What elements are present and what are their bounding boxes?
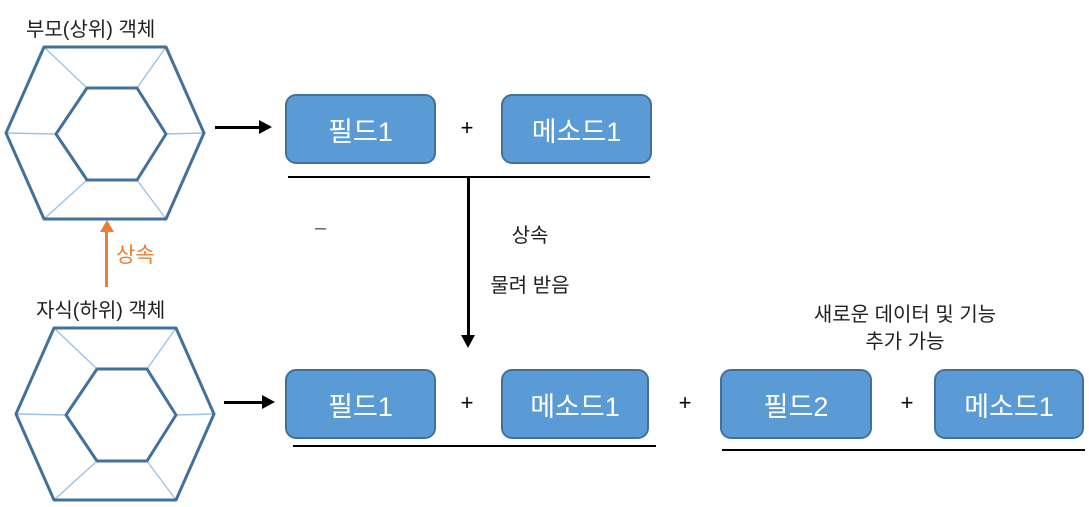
inherited-members-underline bbox=[293, 445, 656, 447]
child-object-label: 자식(하위) 객체 bbox=[36, 300, 166, 322]
parent-object-label: 부모(상위) 객체 bbox=[26, 19, 156, 41]
dash-annotation: – bbox=[315, 217, 327, 239]
plus-sign: + bbox=[460, 115, 474, 140]
parent-object-hexagon-icon bbox=[4, 45, 206, 221]
inheritance-flow-arrow bbox=[467, 177, 470, 336]
child-member-field1-box: 필드1 bbox=[285, 369, 436, 439]
parent-member-field1-box: 필드1 bbox=[285, 94, 436, 164]
child-member-method1-box: 메소드1 bbox=[501, 369, 649, 439]
inheritance-flow-label: 상속 bbox=[511, 225, 549, 247]
parent-member-method1-box: 메소드1 bbox=[501, 94, 652, 164]
inheritance-up-label: 상속 bbox=[116, 244, 155, 267]
new-data-note-line1: 새로운 데이터 및 기능 bbox=[813, 304, 997, 326]
new-data-note: 새로운 데이터 및 기능 추가 가능 bbox=[745, 302, 1065, 356]
handed-down-label: 물려 받음 bbox=[490, 275, 570, 297]
plus-sign: + bbox=[900, 390, 914, 415]
parent-to-members-arrowhead-icon bbox=[259, 120, 272, 134]
plus-sign: + bbox=[460, 390, 474, 415]
plus-sign: + bbox=[678, 390, 692, 415]
inheritance-up-arrowhead-icon bbox=[100, 220, 114, 232]
child-member-field2-box: 필드2 bbox=[720, 369, 872, 439]
child-member-method1-new-box: 메소드1 bbox=[934, 369, 1084, 439]
child-to-members-arrow bbox=[224, 401, 264, 404]
parent-to-members-arrow bbox=[215, 126, 261, 129]
inheritance-flow-arrowhead-icon bbox=[461, 335, 475, 348]
new-members-underline bbox=[722, 449, 1085, 451]
new-data-note-line2: 추가 가능 bbox=[865, 331, 945, 353]
inheritance-up-arrow bbox=[105, 231, 108, 287]
child-object-hexagon-icon bbox=[14, 326, 216, 502]
child-to-members-arrowhead-icon bbox=[262, 395, 275, 409]
